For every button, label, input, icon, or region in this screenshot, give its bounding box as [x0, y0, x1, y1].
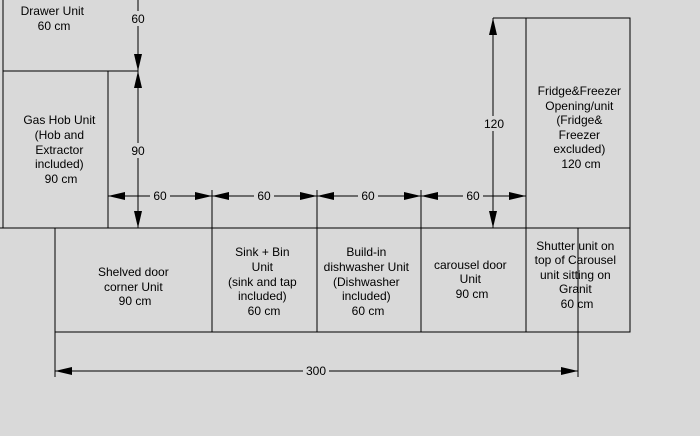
shutter-unit-label: Shutter unit on top of Carousel unit sit…: [535, 239, 620, 311]
arrow-fridge-down: [489, 211, 497, 228]
drawer-unit-line: Drawer Unit: [21, 4, 85, 18]
arrow-h4-right: [509, 192, 526, 200]
shutter-line: top of Carousel: [535, 253, 616, 267]
dim-label-bg: [481, 116, 507, 131]
sink-line: Sink + Bin: [235, 245, 289, 259]
dim-label-bg: [254, 189, 274, 203]
sink-line: included): [238, 289, 287, 303]
shutter-line: unit sitting on: [540, 268, 611, 282]
dim-label-v-fridge: 120: [484, 117, 504, 131]
arrow-fridge-up: [489, 18, 497, 35]
arrow-h3-left: [317, 192, 334, 200]
arrow-total-right: [561, 367, 578, 375]
dim-label-h3: 60: [361, 189, 375, 203]
sink-line: 60 cm: [248, 304, 281, 318]
gas-hob-line: (Hob and: [35, 128, 84, 142]
fridge-freezer-label: Fridge&Freezer Opening/unit (Fridge& Fre…: [538, 84, 625, 171]
dishwasher-line: 60 cm: [352, 304, 385, 318]
gas-hob-line: Gas Hob Unit: [23, 113, 96, 127]
arrow-h1-right: [195, 192, 212, 200]
dim-label-h4: 60: [466, 189, 480, 203]
dim-label-v-hob: 90: [131, 144, 145, 158]
dim-label-bg: [303, 364, 329, 378]
dim-label-bg: [463, 189, 483, 203]
dim-label-v-top: 60: [131, 12, 145, 26]
arrow-h2-right: [300, 192, 317, 200]
dishwasher-line: (Dishwasher: [333, 275, 400, 289]
carousel-line: 90 cm: [456, 287, 489, 301]
drawer-unit-label: Drawer Unit 60 cm: [21, 4, 88, 33]
dim-label-bg: [358, 189, 378, 203]
gas-hob-unit-label: Gas Hob Unit (Hob and Extractor included…: [23, 113, 98, 186]
arrow-h3-right: [404, 192, 421, 200]
gas-hob-line: included): [35, 157, 84, 171]
shutter-line: Shutter unit on: [536, 239, 614, 253]
carousel-line: Unit: [460, 272, 482, 286]
arrow-left-90-down: [134, 211, 142, 228]
shutter-line: Granit: [559, 282, 592, 296]
dim-label-bg: [128, 143, 148, 158]
shutter-line: 60 cm: [561, 297, 594, 311]
dim-label-h1: 60: [153, 189, 167, 203]
fridge-line: Fridge&Freezer: [538, 84, 621, 98]
gas-hob-line: Extractor: [35, 143, 83, 157]
shelved-line: corner Unit: [104, 280, 163, 294]
shelved-line: Shelved door: [98, 265, 169, 279]
shelved-corner-unit-label: Shelved door corner Unit 90 cm: [98, 265, 172, 308]
dishwasher-line: dishwasher Unit: [324, 260, 410, 274]
dim-label-bg: [150, 189, 170, 203]
sink-line: Unit: [252, 260, 274, 274]
arrow-left-90-up: [134, 71, 142, 88]
arrow-h2-left: [212, 192, 229, 200]
carousel-door-unit-label: carousel door Unit 90 cm: [434, 258, 510, 301]
arrow-left-60-down: [134, 54, 142, 71]
dishwasher-line: included): [342, 289, 391, 303]
dishwasher-unit-label: Build-in dishwasher Unit (Dishwasher inc…: [324, 245, 413, 318]
fridge-line: (Fridge&: [556, 113, 602, 127]
dim-label-total: 300: [306, 364, 326, 378]
fridge-line: Freezer: [559, 128, 600, 142]
dim-label-h2: 60: [257, 189, 271, 203]
dim-label-bg: [128, 11, 148, 26]
fridge-line: excluded): [553, 142, 605, 156]
shelved-line: 90 cm: [119, 294, 152, 308]
arrow-h4-left: [421, 192, 438, 200]
sink-line: (sink and tap: [228, 275, 297, 289]
dishwasher-line: Build-in: [346, 245, 386, 259]
sink-bin-unit-label: Sink + Bin Unit (sink and tap included) …: [228, 245, 300, 318]
arrow-h1-left: [108, 192, 125, 200]
gas-hob-line: 90 cm: [45, 172, 78, 186]
fridge-line: Opening/unit: [545, 99, 614, 113]
arrow-total-left: [55, 367, 72, 375]
carousel-line: carousel door: [434, 258, 507, 272]
fridge-line: 120 cm: [561, 157, 600, 171]
drawer-unit-line: 60 cm: [38, 19, 71, 33]
